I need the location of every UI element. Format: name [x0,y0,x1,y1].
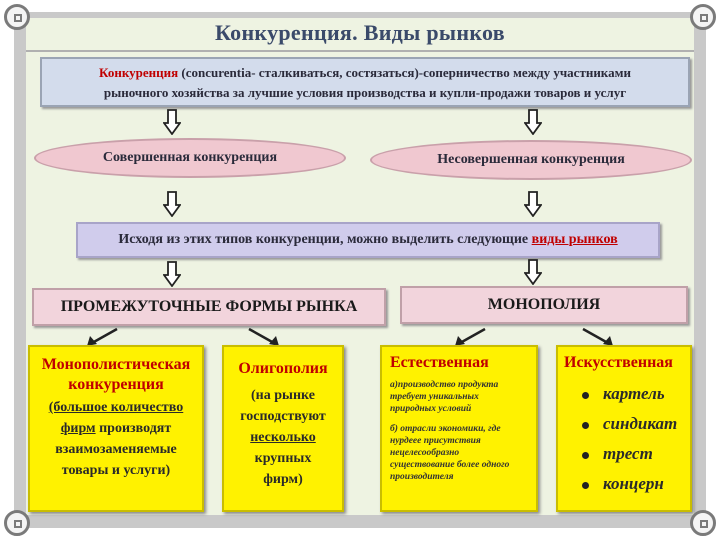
down-arrow-icon [163,109,181,135]
diagonal-arrow-icon [455,327,486,346]
list-item: трест [582,439,690,469]
list-item: концерн [582,469,690,499]
monopolistic-line-1: (большое количество [48,400,184,415]
corner-ornament-icon [4,4,30,30]
corner-ornament-icon [690,4,716,30]
natural-monopoly-box: Естественная а)производство продукта тре… [380,345,538,512]
diagonal-arrow-icon [248,327,279,346]
list-item-label: картель [603,384,665,403]
oligopoly-line-2: господствуют [240,409,326,424]
monopolistic-produce: производят [95,421,172,436]
definition-line-1: Конкуренция (concurentia- сталкиваться, … [42,63,688,83]
perfect-competition-label: Совершенная конкуренция [102,150,278,165]
imperfect-competition-label: Несовершенная конкуренция [437,152,625,167]
diagonal-arrow-icon [582,327,613,346]
artificial-monopoly-box: Искусственная картель синдикат трест кон… [556,345,692,512]
artificial-title: Искусственная [564,354,673,371]
imperfect-competition-ellipse: Несовершенная конкуренция [370,140,692,180]
market-types-highlight: виды рынков [531,232,618,247]
down-arrow-icon [163,191,181,217]
list-item-label: трест [603,444,653,463]
natural-note-3: природных условий [390,404,472,414]
market-types-text: Исходя из этих типов конкуренции, можно … [118,232,529,247]
monopoly-label: МОНОПОЛИЯ [487,296,601,313]
oligopoly-line-3: несколько [250,430,316,445]
natural-note-5: нурдеее присутствия [390,436,481,446]
natural-note-1: а)производство продукта [390,380,499,390]
list-item-label: концерн [603,474,664,493]
list-item-label: синдикат [603,414,678,433]
natural-note-4: б) отрасли экономики, где [390,424,501,434]
intermediate-forms-label: ПРОМЕЖУТОЧНЫЕ ФОРМЫ РЫНКА [60,298,358,315]
corner-ornament-icon [690,510,716,536]
monopolistic-title-1: Монополистическая [41,356,191,373]
oligopoly-line-5: фирм) [263,472,303,487]
definition-line-2: рыночного хозяйства за лучшие условия пр… [103,85,627,100]
bullet-icon [582,481,589,489]
definition-term: Конкуренция [99,65,179,80]
monopolistic-line-3: взаимозаменяемые [55,442,177,457]
list-item: синдикат [582,409,690,439]
down-arrow-icon [524,191,542,217]
monopolistic-line-2: фирм производят [30,418,202,439]
market-types-box: Исходя из этих типов конкуренции, можно … [76,222,660,258]
artificial-list: картель синдикат трест концерн [582,379,690,499]
intermediate-forms-box: ПРОМЕЖУТОЧНЫЕ ФОРМЫ РЫНКА [32,288,386,326]
corner-ornament-icon [4,510,30,536]
list-item: картель [582,379,690,409]
monopolistic-line-4: товары и услуги) [61,463,171,478]
oligopoly-title: Олигополия [238,360,328,377]
diagonal-arrow-icon [87,327,118,346]
natural-title: Естественная [390,354,489,371]
down-arrow-icon [163,261,181,287]
definition-box: Конкуренция (concurentia- сталкиваться, … [40,57,690,107]
monopolistic-competition-box: Монополистическая конкуренция (большое к… [28,345,204,512]
bullet-icon [582,451,589,459]
oligopoly-box: Олигополия (на рынке господствуют нескол… [222,345,344,512]
bullet-icon [582,421,589,429]
down-arrow-icon [524,109,542,135]
bullet-icon [582,391,589,399]
natural-note-2: требует уникальных [390,392,479,402]
definition-text: (concurentia- сталкиваться, состязаться)… [178,65,631,80]
slide-title: Конкуренция. Виды рынков [215,20,505,45]
oligopoly-line-4: крупных [254,451,312,466]
monopolistic-firms: фирм [60,421,96,436]
natural-note-8: производителя [390,472,454,482]
down-arrow-icon [524,259,542,285]
monopoly-box: МОНОПОЛИЯ [400,286,688,324]
title-divider [26,50,694,52]
perfect-competition-ellipse: Совершенная конкуренция [34,138,346,178]
natural-note-6: нецелесообразно [390,448,460,458]
oligopoly-line-1: (на рынке [251,388,315,403]
natural-note-7: существование более одного [390,460,510,470]
monopolistic-title-2: конкуренция [68,376,164,393]
